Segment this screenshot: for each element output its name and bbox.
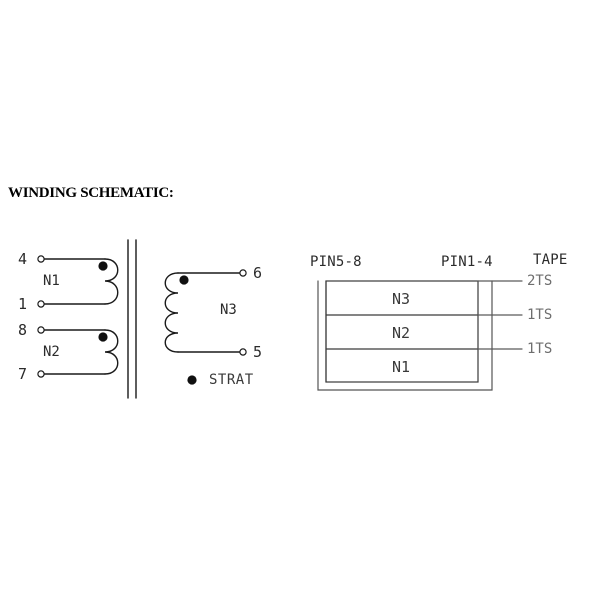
pin-label-8: 8: [18, 321, 28, 339]
tape-label-2ts: 2TS: [527, 273, 553, 289]
winding-n1: [37, 255, 119, 308]
pin-label-4: 4: [18, 250, 28, 268]
page-title: WINDING SCHEMATIC:: [8, 185, 174, 201]
terminal-pin-5: [239, 348, 247, 356]
winding-label-n3: N3: [220, 302, 237, 318]
tape-leader-lines: [477, 280, 523, 350]
winding-n2: [37, 326, 119, 378]
winding-label-n1: N1: [43, 273, 60, 289]
terminal-pin-1: [37, 300, 45, 308]
pin-label-1: 1: [18, 295, 28, 313]
winding-label-n2: N2: [43, 344, 60, 360]
bobbin-header-tape: TAPE: [533, 252, 568, 268]
bobbin-header-pin1-4: PIN1-4: [441, 254, 493, 270]
strat-legend-label: STRAT: [209, 372, 254, 388]
polarity-dot-n3: [179, 275, 189, 285]
terminal-pin-8: [37, 326, 45, 334]
strat-legend-dot: [187, 375, 197, 385]
bobbin-layer-label-n1: N1: [392, 358, 411, 376]
bobbin-layer-label-n3: N3: [392, 290, 411, 308]
terminal-pin-6: [239, 269, 247, 277]
bobbin-layer-label-n2: N2: [392, 324, 411, 342]
pin-label-5: 5: [253, 343, 263, 361]
pin-label-6: 6: [253, 264, 263, 282]
transformer-core: [127, 239, 137, 399]
tape-label-1ts-lower: 1TS: [527, 341, 553, 357]
bobbin-header-pin5-8: PIN5-8: [310, 254, 362, 270]
terminal-pin-4: [37, 255, 45, 263]
polarity-dot-n2: [98, 332, 108, 342]
pin-label-7: 7: [18, 365, 28, 383]
winding-n3: [164, 269, 247, 356]
bobbin-layer-stack: [325, 280, 479, 383]
tape-label-1ts-upper: 1TS: [527, 307, 553, 323]
terminal-pin-7: [37, 370, 45, 378]
polarity-dot-n1: [98, 261, 108, 271]
